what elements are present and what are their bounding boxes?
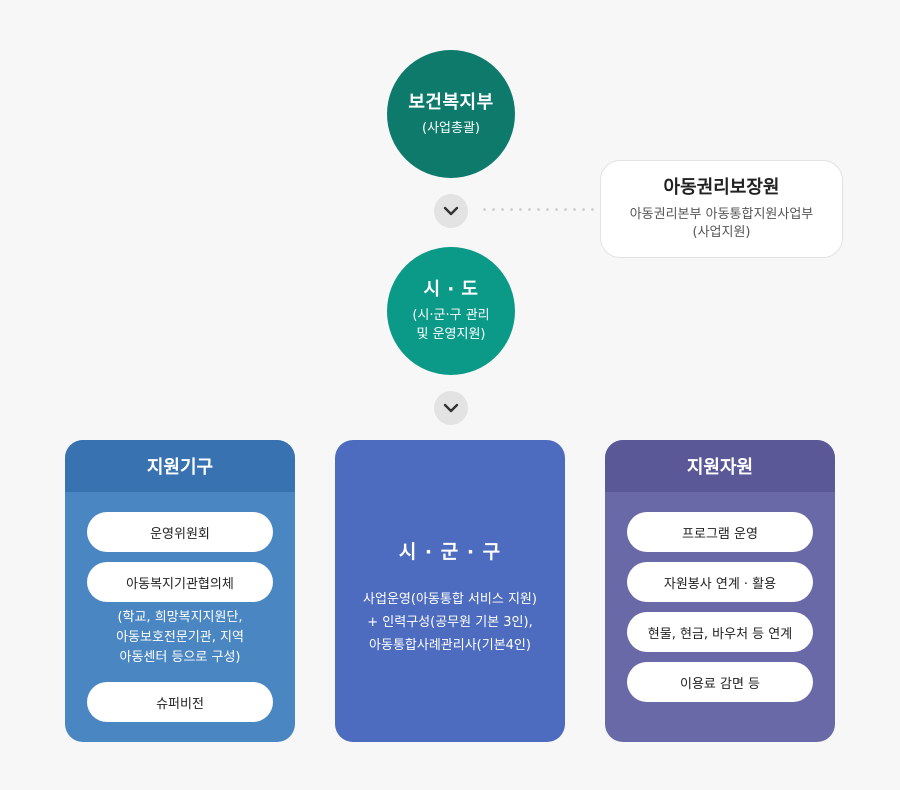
local-panel-body: 사업운영(아동통합 서비스 지원) + 인력구성(공무원 기본 3인), 아동통…: [343, 588, 557, 657]
support-note-line: 아동센터 등으로 구성): [119, 650, 241, 665]
support-note-line: 아동보호전문기관, 지역: [116, 630, 244, 645]
city-title: 시 · 도: [423, 279, 479, 300]
support-note: (학교, 희망복지지원단, 아동보호전문기관, 지역 아동센터 등으로 구성): [75, 608, 285, 668]
chevron-down-icon: [434, 194, 468, 228]
local-body-line: + 인력구성(공무원 기본 3인),: [367, 615, 533, 630]
resource-panel-title: 지원자원: [605, 440, 835, 492]
local-panel-title: 시 · 군 · 구: [398, 541, 502, 563]
agency-title: 아동권리보장원: [663, 177, 780, 198]
local-body-line: 사업운영(아동통합 서비스 지원): [363, 592, 537, 607]
city-subtitle-line1: (시·군·구 관리: [412, 308, 490, 323]
support-panel: 지원기구 운영위원회 아동복지기관협의체 (학교, 희망복지지원단, 아동보호전…: [65, 440, 295, 742]
resource-item-fee-reduction: 이용료 감면 등: [627, 662, 813, 702]
support-item-council: 아동복지기관협의체: [87, 562, 273, 602]
resource-item-volunteer: 자원봉사 연계 · 활용: [627, 562, 813, 602]
support-panel-title: 지원기구: [65, 440, 295, 492]
city-subtitle-line2: 및 운영지원): [416, 327, 486, 342]
local-panel: 시 · 군 · 구 사업운영(아동통합 서비스 지원) + 인력구성(공무원 기…: [335, 440, 565, 742]
agency-subtitle: 아동권리본부 아동통합지원사업부 (사업지원): [630, 206, 814, 242]
ministry-title: 보건복지부: [408, 91, 494, 113]
agency-box: 아동권리보장원 아동권리본부 아동통합지원사업부 (사업지원): [600, 160, 843, 258]
support-item-committee: 운영위원회: [87, 512, 273, 552]
support-item-supervision: 슈퍼비전: [87, 682, 273, 722]
agency-sub-line2: (사업지원): [692, 225, 751, 240]
city-subtitle: (시·군·구 관리 및 운영지원): [412, 306, 489, 344]
dotted-connector: [480, 208, 598, 211]
ministry-subtitle: (사업총괄): [422, 120, 480, 136]
resource-item-voucher: 현물, 현금, 바우처 등 연계: [627, 612, 813, 652]
chevron-down-icon: [434, 391, 468, 425]
local-body-line: 아동통합사례관리사(기본4인): [369, 638, 531, 653]
city-node: 시 · 도 (시·군·구 관리 및 운영지원): [387, 247, 515, 375]
resource-panel: 지원자원 프로그램 운영 자원봉사 연계 · 활용 현물, 현금, 바우처 등 …: [605, 440, 835, 742]
support-note-line: (학교, 희망복지지원단,: [117, 610, 243, 625]
ministry-node: 보건복지부 (사업총괄): [387, 50, 515, 178]
agency-sub-line1: 아동권리본부 아동통합지원사업부: [629, 207, 814, 222]
resource-item-program: 프로그램 운영: [627, 512, 813, 552]
